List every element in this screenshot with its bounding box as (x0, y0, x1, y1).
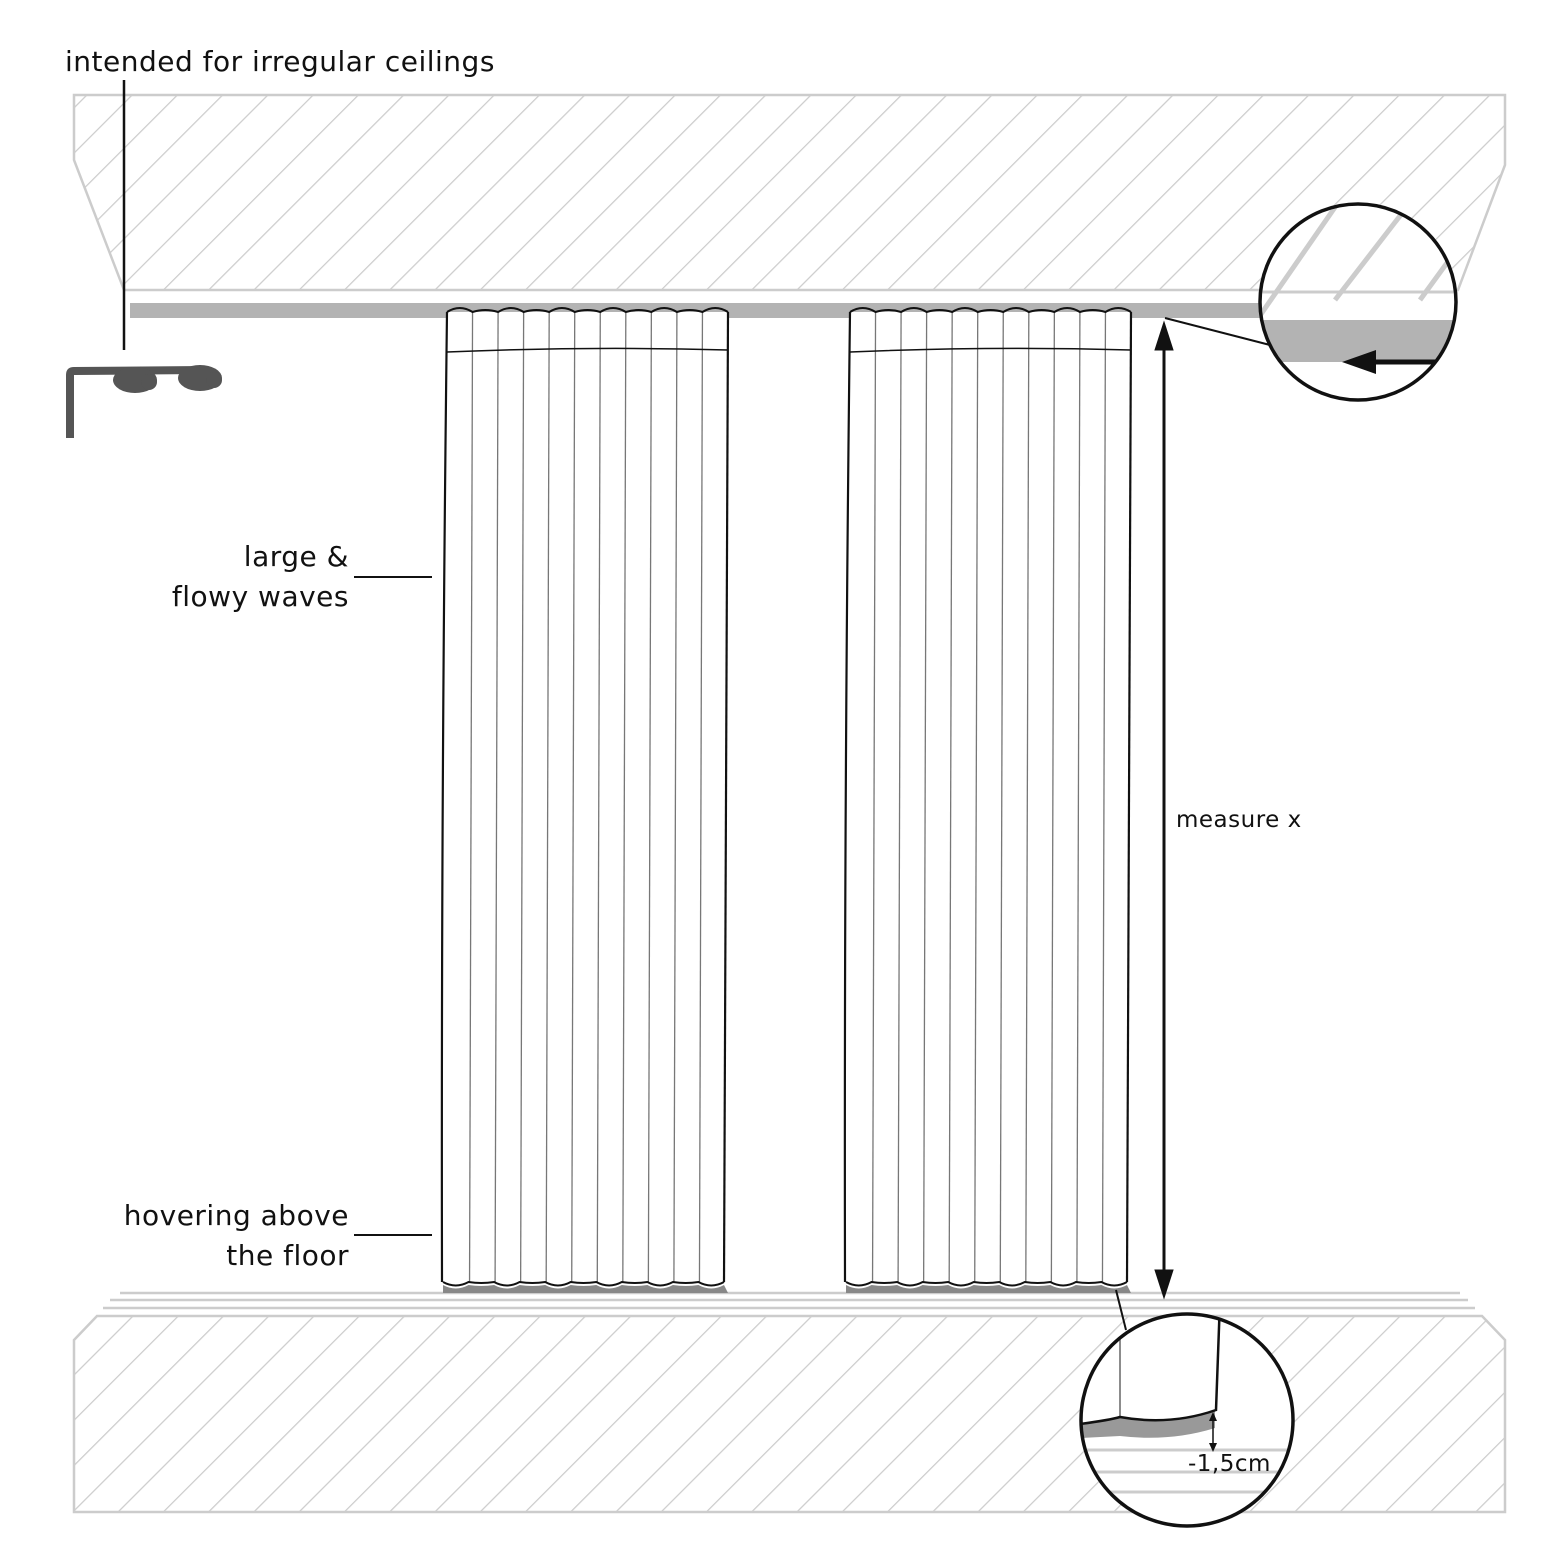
label-waves-2: flowy waves (171, 580, 349, 613)
curtain-right (843, 307, 1133, 1293)
label-measure: measure x (1176, 807, 1302, 833)
bracket-icon (66, 365, 222, 438)
ceiling (72, 93, 1507, 292)
curtain-left (440, 307, 730, 1293)
measure-arrow (1154, 320, 1174, 1300)
label-waves-1: large & (243, 540, 349, 573)
floor-detail-circle (1081, 1314, 1293, 1526)
label-ceiling: intended for irregular ceilings (65, 45, 495, 78)
label-hover-1: hovering above (123, 1199, 349, 1232)
rail-detail-circle (1260, 204, 1456, 400)
label-gap: -1,5cm (1188, 1451, 1271, 1477)
label-hover-2: the floor (226, 1239, 349, 1272)
